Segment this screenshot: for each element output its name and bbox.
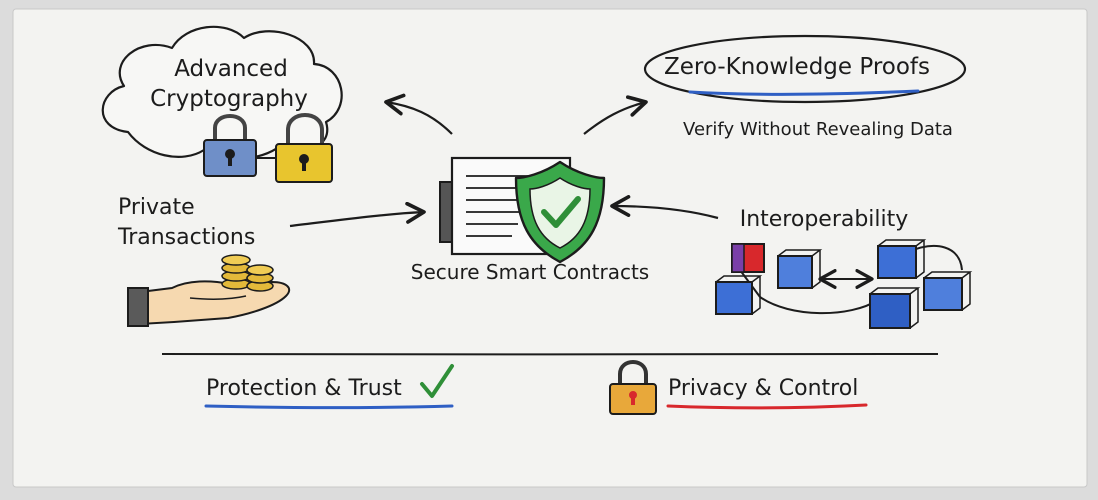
footer-protection-trust: Protection & Trust (204, 364, 454, 409)
lock-icon (609, 360, 657, 415)
arrow-from-interoperability (610, 195, 719, 220)
divider-line (161, 352, 939, 356)
blockchain-cube-icon (777, 249, 823, 289)
footer-left-label: Protection & Trust (206, 376, 402, 401)
zkp-subtitle: Verify Without Revealing Data (683, 119, 953, 140)
blockchain-cube-icon (869, 287, 921, 329)
advanced-cryptography-label-2: Cryptography (150, 86, 308, 112)
node-private-transactions: Private Transactions (117, 195, 291, 327)
lock-icon (275, 113, 333, 183)
chain-link (759, 296, 879, 315)
center-label: Secure Smart Contracts (411, 260, 649, 284)
coins-icon (221, 254, 274, 292)
zkp-underline (688, 89, 920, 96)
hand-icon (127, 280, 291, 327)
interoperability-label: Interoperability (740, 207, 909, 232)
node-advanced-cryptography: Advanced Cryptography (101, 25, 343, 183)
footer-right-underline (666, 403, 868, 410)
blockchain-cube-icon (923, 271, 973, 311)
zkp-ellipse (643, 34, 967, 104)
node-secure-smart-contracts: Secure Smart Contracts (411, 156, 649, 284)
arrow-to-cryptography (384, 93, 453, 135)
private-transactions-label-1: Private (118, 195, 195, 220)
footer-privacy-control: Privacy & Control (609, 360, 868, 415)
checkmark-icon (420, 364, 454, 398)
node-zero-knowledge-proofs: Zero-Knowledge Proofs Verify Without Rev… (643, 34, 967, 140)
advanced-cryptography-label-1: Advanced (174, 56, 288, 82)
arrow-from-private-transactions (289, 201, 426, 228)
blockchain-cube-icon (715, 275, 763, 315)
private-transactions-label-2: Transactions (117, 225, 255, 250)
footer-right-label: Privacy & Control (668, 376, 858, 401)
blockchain-cube-icon (731, 243, 765, 273)
blockchain-cube-icon (877, 239, 927, 279)
lock-icon (203, 114, 257, 177)
footer-left-underline (204, 404, 454, 409)
shield-check-icon (514, 160, 606, 264)
node-interoperability: Interoperability (715, 207, 973, 329)
arrow-to-zkp (583, 95, 648, 135)
zkp-title: Zero-Knowledge Proofs (664, 54, 930, 80)
